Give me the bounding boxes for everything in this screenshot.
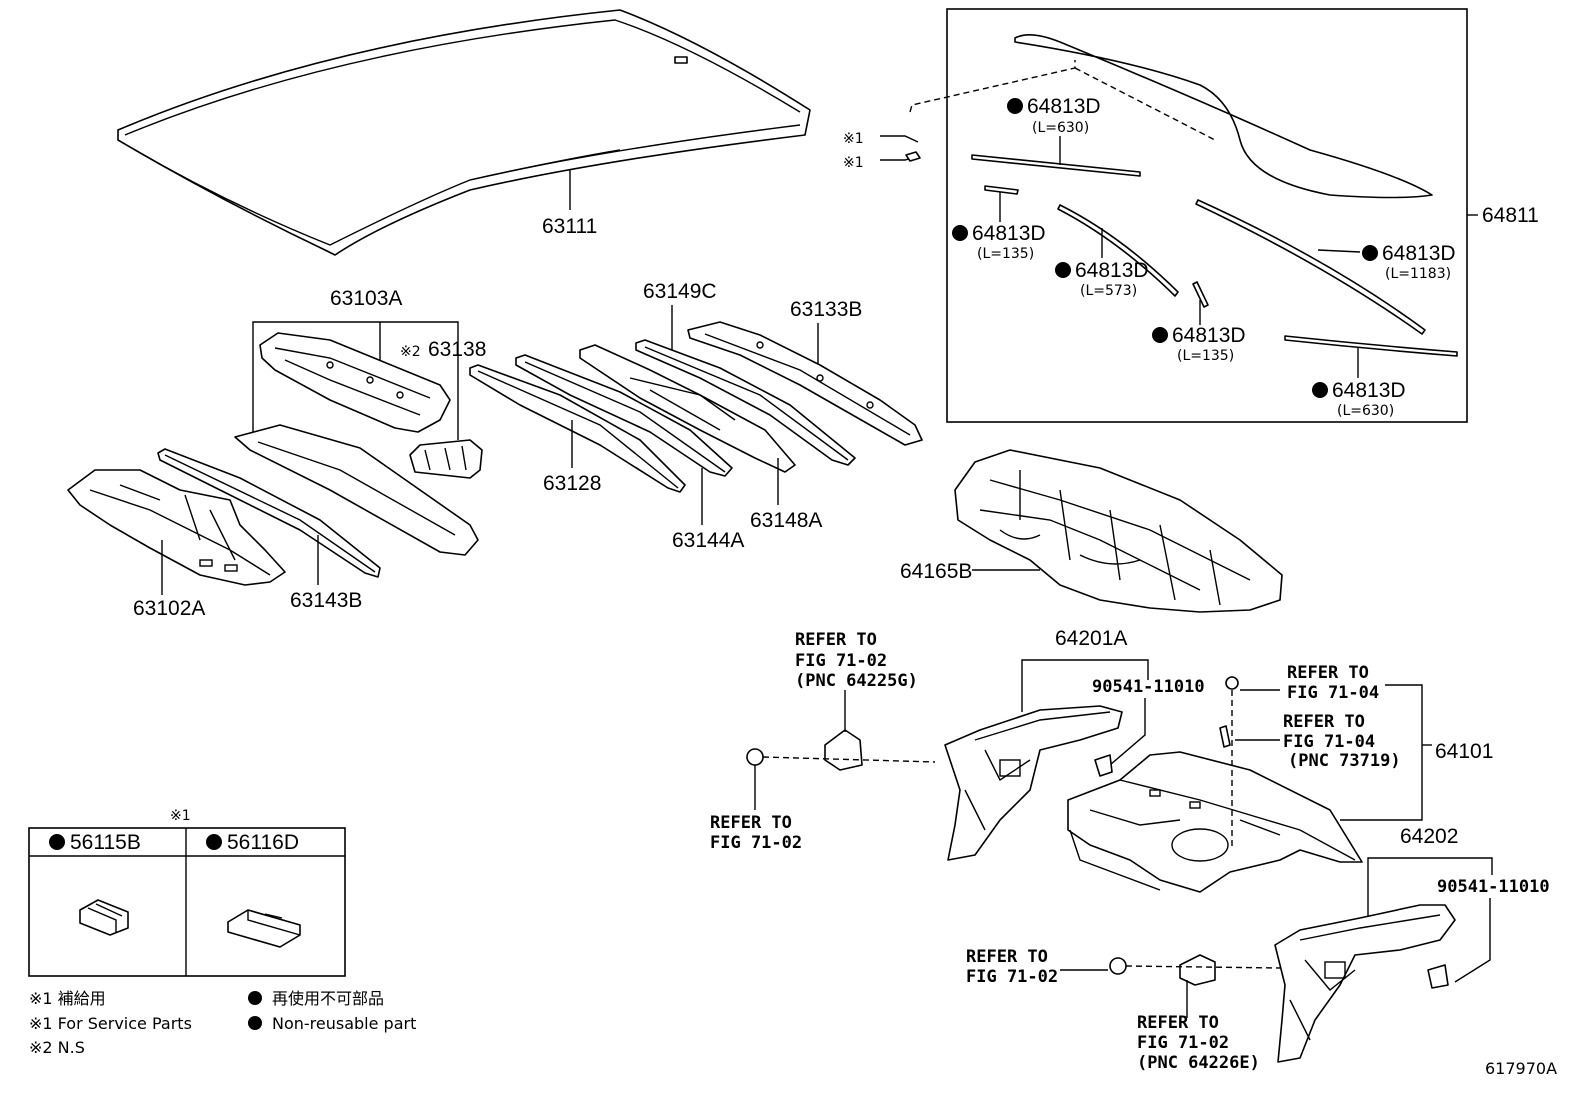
ref6-line3: (PNC 64226E): [1137, 1053, 1260, 1073]
molding-3-length: (L=1183): [1385, 266, 1451, 282]
roof-bow-63149C: [635, 339, 856, 466]
molding-0-length: (L=630): [1032, 120, 1089, 136]
figure-id: 617970A: [1485, 1059, 1557, 1078]
label-63133B: 63133B: [790, 298, 862, 321]
front-roof-reinforcement-63102A: [67, 469, 286, 586]
molding-5-length: (L=630): [1337, 403, 1394, 419]
label-63143B: 63143B: [290, 589, 362, 612]
label-63149C: 63149C: [643, 280, 717, 303]
label-90541-a: 90541-11010: [1092, 677, 1205, 697]
ref2-line1: REFER TO: [710, 813, 792, 833]
label-63102A: 63102A: [133, 597, 205, 620]
molding-2-pnc: 64813D: [1075, 259, 1149, 282]
roof-panel: [117, 9, 811, 256]
nut-right: [1109, 957, 1127, 975]
ref6-line1: REFER TO: [1137, 1013, 1219, 1033]
molding-4-length: (L=135): [1177, 348, 1234, 364]
ref3-line2: FIG 71-04: [1287, 683, 1379, 703]
molding-0-pnc: 64813D: [1027, 95, 1101, 118]
molding-5-pnc: 64813D: [1332, 379, 1406, 402]
bracket-right: [1179, 954, 1216, 986]
label-63103A: 63103A: [330, 287, 402, 310]
nut-left: [746, 748, 764, 766]
ref1-line3: (PNC 64225G): [795, 671, 918, 691]
package-tray-panel-64101: [1067, 751, 1363, 893]
quarter-panel-extension-left: [944, 705, 1123, 861]
mark-63138: ※2: [400, 344, 421, 360]
legend-right-pnc: 56116D: [227, 831, 299, 854]
ref5-line1: REFER TO: [966, 947, 1048, 967]
ref2-line2: FIG 71-02: [710, 833, 802, 853]
molding-1-length: (L=135): [977, 246, 1034, 262]
label-90541-b: 90541-11010: [1437, 877, 1550, 897]
label-63148A: 63148A: [750, 509, 822, 532]
roof-bow-63143B: [157, 448, 381, 578]
molding-4-pnc: 64813D: [1172, 324, 1246, 347]
legend-left-pnc: 56115B: [70, 831, 141, 854]
clip-top: [1225, 676, 1239, 690]
note-4: 再使用不可部品: [272, 989, 384, 1008]
molding-1-pnc: 64813D: [972, 222, 1046, 245]
label-63144A: 63144A: [672, 529, 744, 552]
service-parts-box: 56115B 56116D: [28, 827, 346, 977]
package-tray-silencer-64165B: [954, 449, 1283, 613]
label-63138: 63138: [428, 338, 486, 361]
roof-panel-reinforcement-upper: [259, 332, 451, 433]
quarter-panel-extension-right: [1274, 904, 1456, 1063]
ref1-line1: REFER TO: [795, 630, 877, 650]
label-64202: 64202: [1400, 825, 1458, 848]
ref4-line3: (PNC 73719): [1288, 751, 1401, 771]
label-64201A: 64201A: [1055, 627, 1127, 650]
note-1: ※1 補給用: [29, 989, 106, 1008]
label-63111: 63111: [542, 215, 597, 238]
ref3-line1: REFER TO: [1287, 663, 1369, 683]
note-5: Non-reusable part: [272, 1014, 416, 1033]
molding-3-pnc: 64813D: [1382, 242, 1456, 265]
roof-bow-63144A: [515, 354, 733, 477]
back-window-glass: [1014, 34, 1433, 199]
ref4-line2: FIG 71-04: [1283, 732, 1375, 752]
rear-roof-reinforcement-63133B: [687, 321, 923, 446]
mark-1b: ※1: [843, 155, 864, 171]
ref6-line2: FIG 71-02: [1137, 1033, 1229, 1053]
mark-1a: ※1: [843, 131, 864, 147]
ref1-line2: FIG 71-02: [795, 651, 887, 671]
legend-box-mark: ※1: [170, 808, 191, 824]
label-64165B: 64165B: [900, 560, 972, 583]
note-3: ※2 N.S: [29, 1038, 85, 1057]
ref5-line2: FIG 71-02: [966, 967, 1058, 987]
roof-bow-63148A: [579, 344, 796, 473]
label-63128: 63128: [543, 472, 601, 495]
molding-2-length: (L=573): [1080, 283, 1137, 299]
label-64101: 64101: [1435, 740, 1493, 763]
roof-bow-63128: [469, 364, 686, 493]
bracket-63138: [409, 439, 483, 479]
bracket-left: [824, 729, 863, 771]
label-64811: 64811: [1482, 204, 1539, 227]
note-2: ※1 For Service Parts: [29, 1014, 192, 1033]
ref4-line1: REFER TO: [1283, 712, 1365, 732]
roof-rail-lower: [234, 424, 479, 556]
